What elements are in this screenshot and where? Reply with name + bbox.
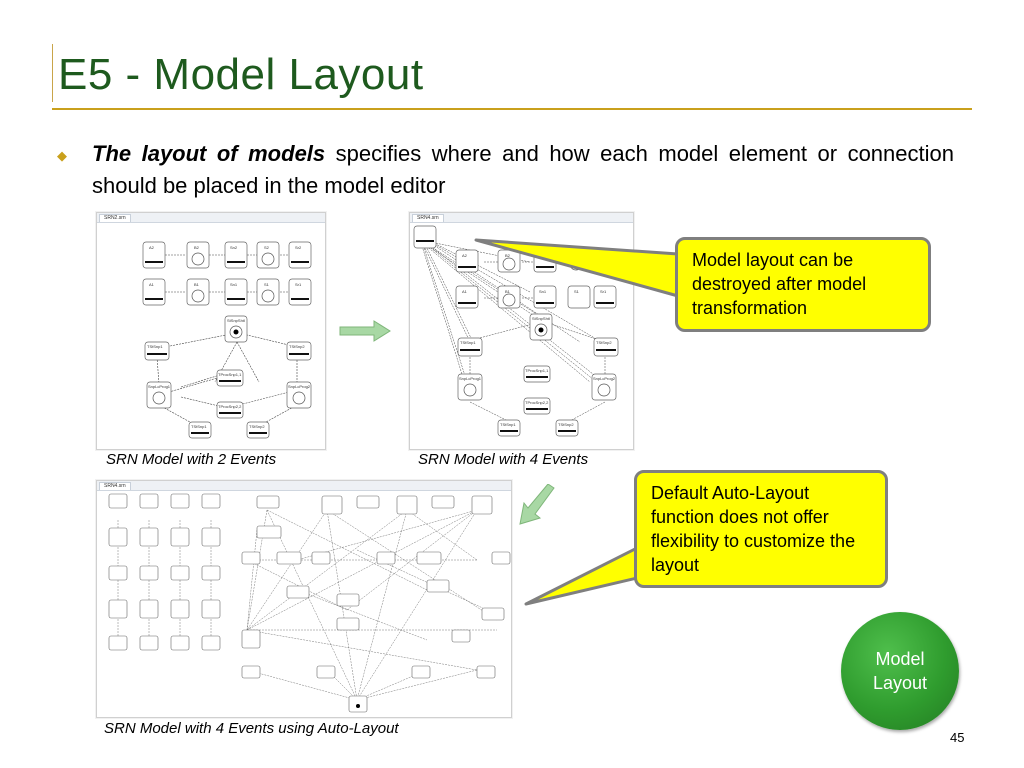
node-label: Sn1: [230, 282, 238, 287]
down-left-arrow-icon: [519, 484, 555, 525]
node-label: Sr2: [295, 245, 302, 250]
screenshot-srn-2-events: SRN2.srn: [96, 212, 326, 450]
node-label: TStSnp2: [558, 422, 574, 427]
editor-tab-bar: SRN4.srn: [97, 481, 511, 491]
diamond-bullet-icon: ◆: [57, 148, 67, 163]
srn-auto-layout-diagram: [108, 493, 511, 713]
node-label: B1: [505, 289, 511, 294]
callout-auto-layout: Default Auto-Layout function does not of…: [634, 470, 888, 588]
node-label: Sr1: [295, 282, 302, 287]
node-label: A1: [149, 282, 155, 287]
node-label: TProcSnp1,1: [218, 372, 242, 377]
node-label: A2: [462, 253, 468, 258]
node-label: TStSnp1: [500, 422, 516, 427]
node-label: TProcSnp2,2: [218, 404, 242, 409]
callout-layout-destroyed: Model layout can be destroyed after mode…: [675, 237, 931, 332]
node-label: S1: [264, 282, 270, 287]
node-label: StSnpShtI: [227, 318, 245, 323]
node-label: TStSnp1: [460, 340, 476, 345]
node-label: Sn2: [230, 245, 238, 250]
caption-srn-2-events: SRN Model with 2 Events: [106, 451, 277, 468]
node-label: TProcSnp2,2: [525, 400, 549, 405]
node-label: SnpLcProg2: [593, 376, 616, 381]
editor-tab: SRN4.srn: [412, 214, 444, 222]
bullet-bold-text: The layout of models: [92, 141, 326, 166]
editor-tab-bar: SRN2.srn: [97, 213, 325, 223]
srn-2-events-diagram: A2 B2 Sn2 S2 Sr2 A1 B1 Sn1 S1 Sr1 StSnpS…: [142, 241, 312, 439]
editor-tab: SRN4.srn: [99, 482, 131, 490]
node-label: B2: [194, 245, 200, 250]
node-label: Sr1: [600, 289, 607, 294]
node-label: B2: [505, 253, 511, 258]
node-label: Sn1: [539, 289, 547, 294]
screenshot-srn-auto-layout: SRN4.srn: [96, 480, 512, 718]
caption-srn-4-events: SRN Model with 4 Events: [418, 451, 589, 468]
badge-line-1: Model: [875, 649, 925, 669]
badge-line-2: Layout: [872, 673, 928, 693]
bullet-text: The layout of models specifies where and…: [92, 138, 954, 202]
editor-tab-bar: SRN4.srn: [410, 213, 633, 223]
node-label: S2: [264, 245, 270, 250]
node-label: SnpLcProg2: [288, 384, 311, 389]
node-label: A1: [462, 289, 468, 294]
node-label: SnpLcProg1: [148, 384, 171, 389]
node-label: A2: [149, 245, 155, 250]
caption-srn-auto-layout: SRN Model with 4 Events using Auto-Layou…: [104, 720, 399, 737]
node-label: TStSnp2: [289, 344, 305, 349]
title-underline: [52, 108, 972, 110]
slide-title: E5 - Model Layout: [58, 50, 424, 99]
right-arrow-icon: [339, 320, 391, 342]
node-label: TStSnp1: [147, 344, 163, 349]
node-label: S1: [574, 289, 580, 294]
node-label: TProcSnp1,1: [525, 368, 549, 373]
editor-tab: SRN2.srn: [99, 214, 131, 222]
title-accent-line: [52, 44, 53, 102]
page-number: 45: [950, 730, 965, 745]
node-label: TStSnp1: [191, 424, 207, 429]
bullet-rest-text: specifies where and how each model eleme…: [92, 141, 954, 198]
node-label: TStSnp2: [249, 424, 265, 429]
node-label: SnpLcProg1: [459, 376, 482, 381]
node-label: TStSnp2: [596, 340, 612, 345]
node-label: B1: [194, 282, 200, 287]
node-label: StSnpShtI: [532, 316, 550, 321]
model-layout-badge: Model Layout: [841, 612, 959, 730]
